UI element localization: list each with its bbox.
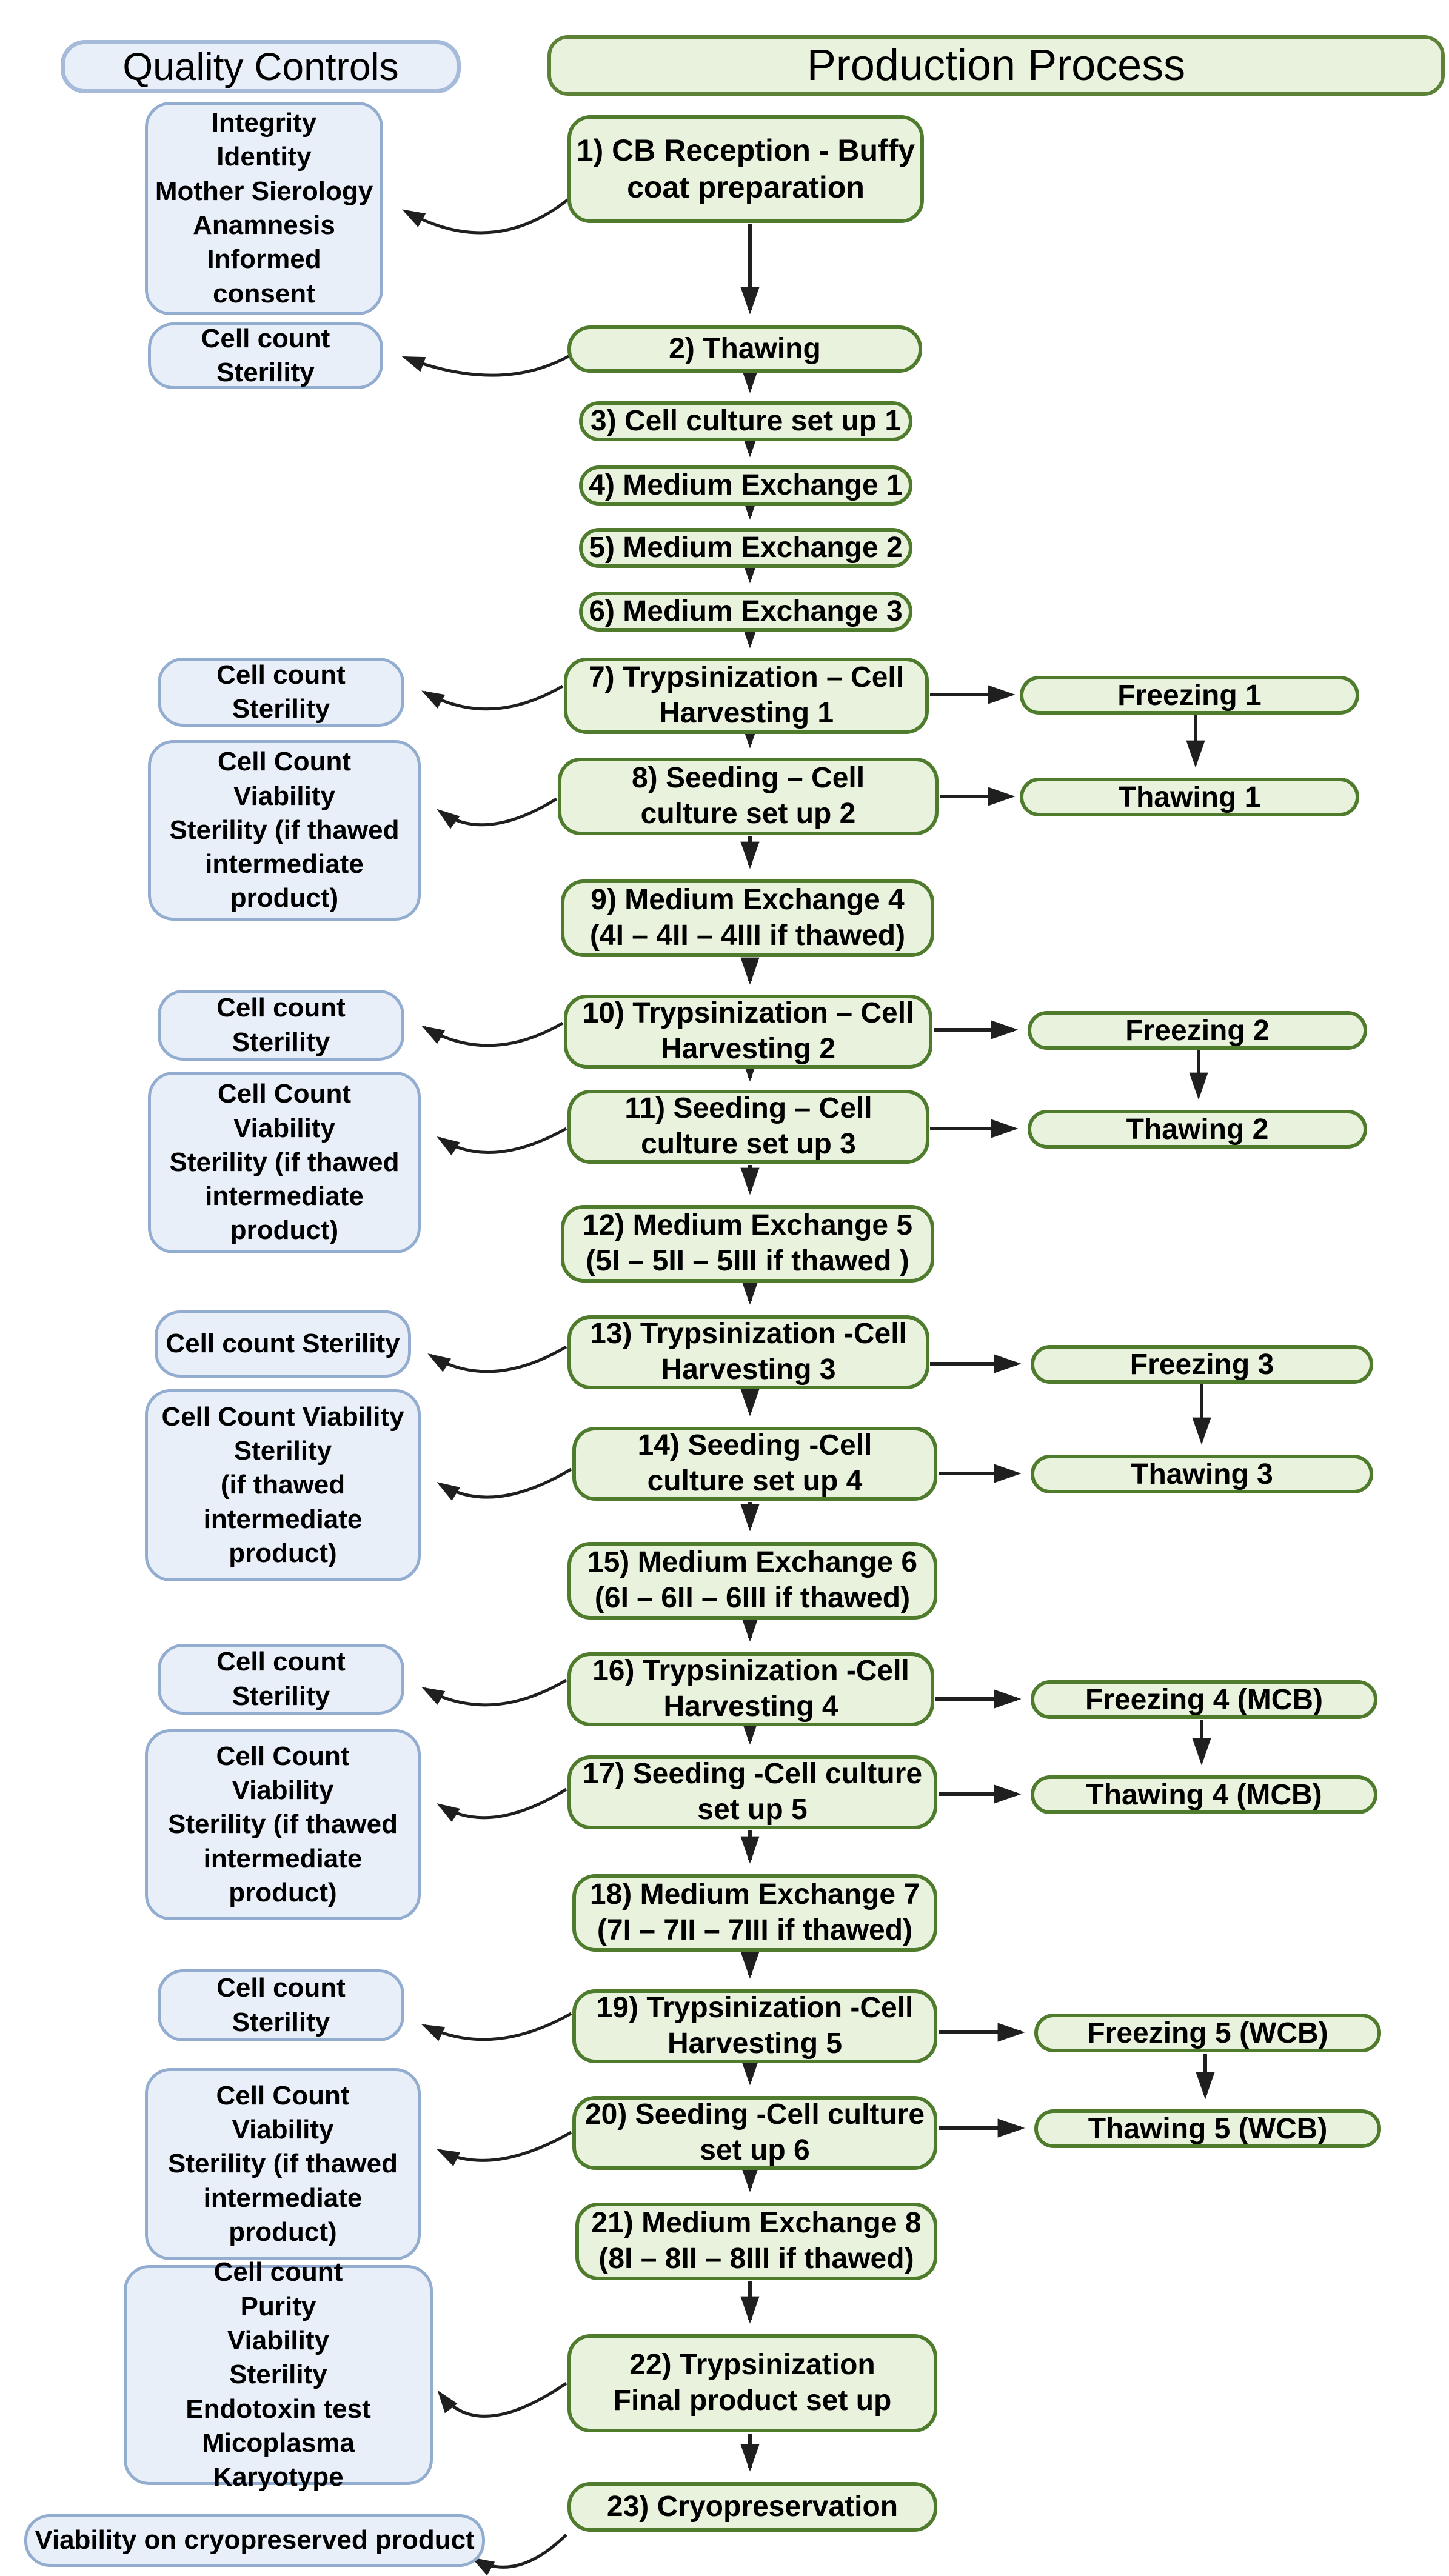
step-23-cryopreservation-box: 23) Cryopreservation xyxy=(567,2482,937,2532)
freeze-thaw-arrows xyxy=(1186,715,1215,2100)
qc-thawing-box: Cell count Sterility xyxy=(148,322,383,389)
qc-reception-box: Integrity Identity Mother Sierology Anam… xyxy=(145,102,383,315)
step-16-trypsinization-harvesting-4-box: 16) Trypsinization -Cell Harvesting 4 xyxy=(567,1652,934,1726)
qc-final-product-box: Cell count Purity Viability Sterility En… xyxy=(124,2257,433,2492)
step-12-medium-exchange-5-box: 12) Medium Exchange 5 (5I – 5II – 5III i… xyxy=(561,1205,934,1283)
step-21-medium-exchange-8-box: 21) Medium Exchange 8 (8I – 8II – 8III i… xyxy=(575,2203,937,2280)
thawing-3-box: Thawing 3 xyxy=(1031,1455,1373,1493)
qc-harvesting-2-box: Cell count Sterility xyxy=(158,990,404,1061)
step-1-cb-reception-box: 1) CB Reception - Buffy coat preparation xyxy=(567,115,924,223)
qc-harvesting-3-box: Cell count Sterility xyxy=(155,1310,411,1378)
qc-harvesting-5-box: Cell count Sterility xyxy=(158,1969,404,2041)
step-18-medium-exchange-7-box: 18) Medium Exchange 7 (7I – 7II – 7III i… xyxy=(572,1874,937,1952)
qc-seeding-3-box: Cell Count Viability Sterility (if thawe… xyxy=(148,1072,421,1253)
thawing-4-mcb-box: Thawing 4 (MCB) xyxy=(1031,1775,1377,1814)
qc-seeding-2-box: Cell Count Viability Sterility (if thawe… xyxy=(148,740,421,921)
thawing-2-box: Thawing 2 xyxy=(1028,1110,1367,1149)
step-13-trypsinization-harvesting-3-box: 13) Trypsinization -Cell Harvesting 3 xyxy=(567,1315,929,1389)
side-branch-arrows xyxy=(930,685,1025,2138)
step-5-medium-exchange-2-box: 5) Medium Exchange 2 xyxy=(579,528,912,568)
qc-harvesting-4-box: Cell count Sterility xyxy=(158,1644,404,1715)
thawing-5-wcb-box: Thawing 5 (WCB) xyxy=(1034,2109,1381,2148)
quality-controls-header: Quality Controls xyxy=(61,40,461,93)
freezing-2-box: Freezing 2 xyxy=(1028,1011,1367,1050)
step-2-thawing-box: 2) Thawing xyxy=(567,325,922,373)
qc-seeding-6-box: Cell Count Viability Sterility (if thawe… xyxy=(145,2068,421,2260)
step-9-medium-exchange-4-box: 9) Medium Exchange 4 (4I – 4II – 4III if… xyxy=(561,879,934,957)
step-19-trypsinization-harvesting-5-box: 19) Trypsinization -Cell Harvesting 5 xyxy=(572,1989,937,2063)
qc-seeding-4-box: Cell Count Viability Sterility (if thawe… xyxy=(145,1389,421,1581)
freezing-4-mcb-box: Freezing 4 (MCB) xyxy=(1031,1680,1377,1719)
step-4-medium-exchange-1-box: 4) Medium Exchange 1 xyxy=(579,465,912,506)
freezing-5-wcb-box: Freezing 5 (WCB) xyxy=(1034,2014,1381,2052)
thawing-1-box: Thawing 1 xyxy=(1020,778,1359,816)
qc-cryopreserved-viability-box: Viability on cryopreserved product xyxy=(24,2514,485,2567)
step-6-medium-exchange-3-box: 6) Medium Exchange 3 xyxy=(579,592,912,632)
step-22-trypsinization-final-product-box: 22) Trypsinization Final product set up xyxy=(567,2334,937,2432)
step-8-seeding-setup-2-box: 8) Seeding – Cell culture set up 2 xyxy=(558,758,939,835)
qc-seeding-5-box: Cell Count Viability Sterility (if thawe… xyxy=(145,1729,421,1920)
qc-curved-arrows xyxy=(401,193,576,2576)
step-7-trypsinization-harvesting-1-box: 7) Trypsinization – Cell Harvesting 1 xyxy=(564,658,929,734)
freezing-3-box: Freezing 3 xyxy=(1031,1345,1373,1384)
step-10-trypsinization-harvesting-2-box: 10) Trypsinization – Cell Harvesting 2 xyxy=(564,995,932,1069)
step-20-seeding-setup-6-box: 20) Seeding -Cell culture set up 6 xyxy=(572,2096,937,2170)
step-17-seeding-setup-5-box: 17) Seeding -Cell culture set up 5 xyxy=(567,1755,937,1829)
step-15-medium-exchange-6-box: 15) Medium Exchange 6 (6I – 6II – 6III i… xyxy=(567,1542,937,1620)
step-11-seeding-setup-3-box: 11) Seeding – Cell culture set up 3 xyxy=(567,1090,929,1164)
production-process-header: Production Process xyxy=(547,35,1445,96)
step-14-seeding-setup-4-box: 14) Seeding -Cell culture set up 4 xyxy=(572,1427,937,1501)
qc-harvesting-1-box: Cell count Sterility xyxy=(158,658,404,727)
freezing-1-box: Freezing 1 xyxy=(1020,676,1359,715)
step-3-cell-culture-setup-1-box: 3) Cell culture set up 1 xyxy=(579,401,912,441)
